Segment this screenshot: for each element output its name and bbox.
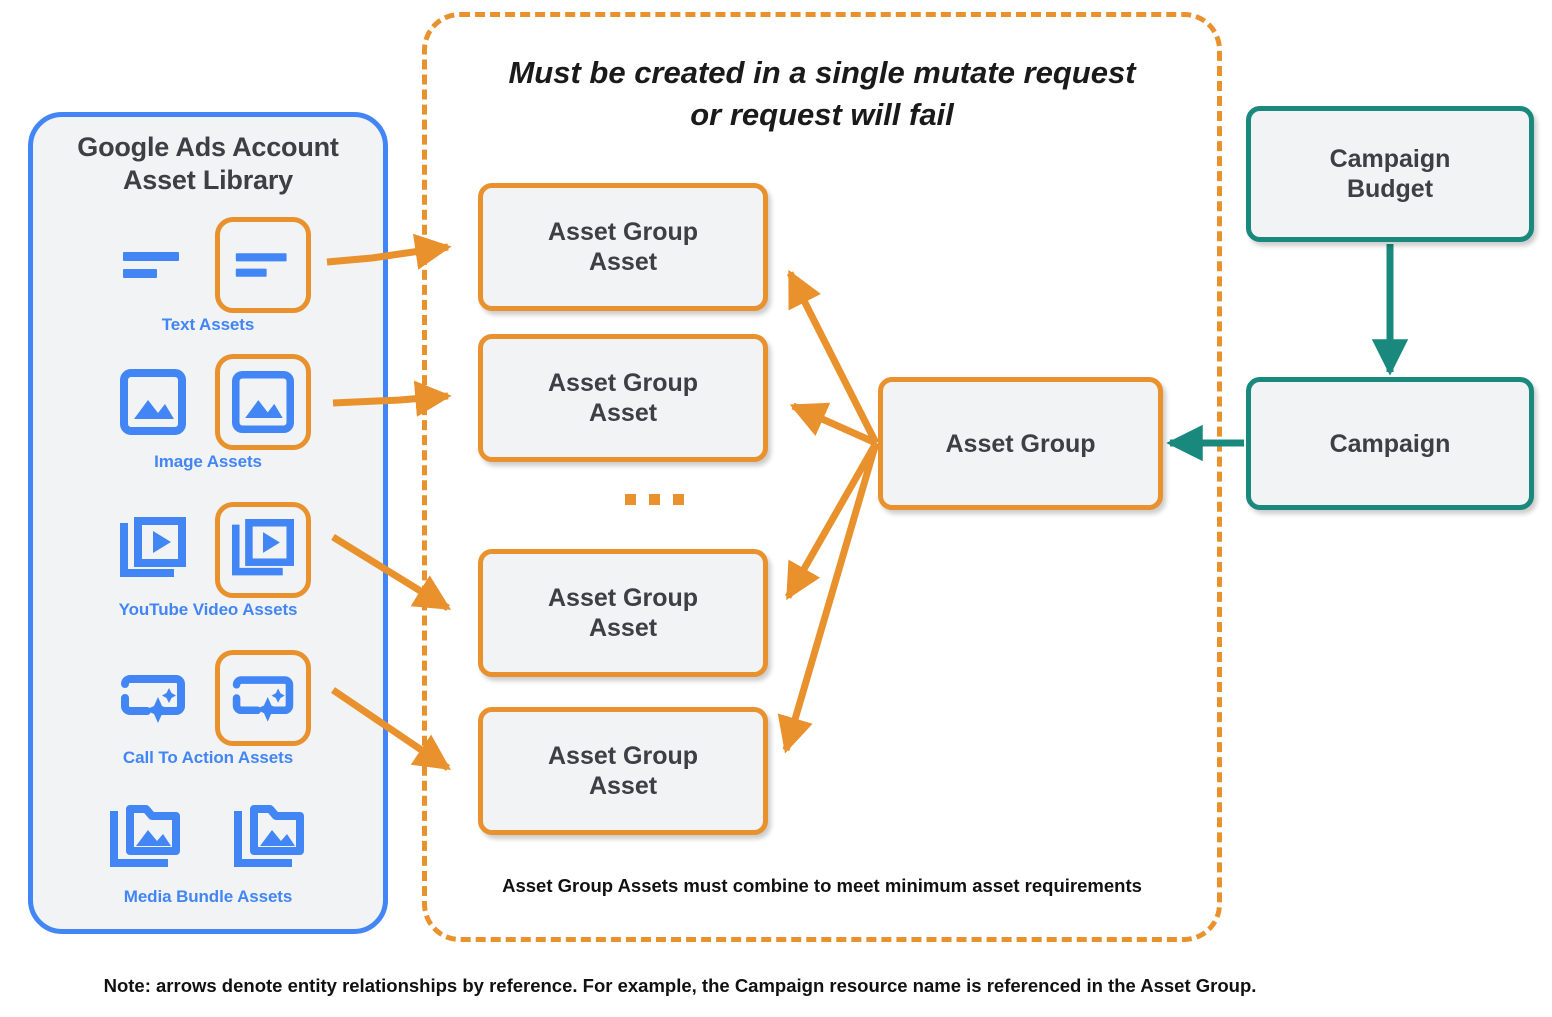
asset-group-asset-line1: Asset Group (547, 369, 699, 397)
image-icon-selected[interactable] (215, 354, 311, 450)
mutate-title-line1: Must be created in a single mutate reque… (508, 55, 1136, 90)
mutate-request-container (422, 12, 1222, 942)
asset-row-media-bundle: Media Bundle Assets (33, 789, 383, 907)
asset-library-title-line2: Asset Library (123, 165, 293, 196)
asset-group-asset-line2: Asset (588, 248, 658, 276)
text-lines-icon-selected[interactable] (215, 217, 311, 313)
asset-caption-media-bundle: Media Bundle Assets (123, 887, 293, 906)
asset-group-node[interactable]: Asset Group (878, 377, 1163, 510)
asset-caption-image: Image Assets (154, 452, 262, 471)
campaign-budget-line2: Budget (1346, 175, 1434, 203)
asset-group-asset-node-4[interactable]: Asset Group Asset (478, 707, 768, 835)
asset-row-video: YouTube Video Assets (33, 502, 383, 620)
asset-group-asset-line2: Asset (588, 399, 658, 427)
image-icon (105, 354, 201, 450)
text-lines-icon (105, 217, 201, 313)
asset-row-cta: Call To Action Assets (33, 650, 383, 768)
asset-group-asset-line2: Asset (588, 772, 658, 800)
asset-group-asset-node-3[interactable]: Asset Group Asset (478, 549, 768, 677)
asset-row-image: Image Assets (33, 354, 383, 472)
asset-row-text: Text Assets (33, 217, 383, 335)
call-to-action-sparkle-icon-selected[interactable] (215, 650, 311, 746)
video-stack-icon-selected[interactable] (215, 502, 311, 598)
campaign-label: Campaign (1329, 429, 1451, 458)
asset-caption-video: YouTube Video Assets (118, 600, 298, 619)
campaign-budget-node[interactable]: Campaign Budget (1246, 106, 1534, 242)
asset-caption-cta: Call To Action Assets (122, 748, 294, 767)
asset-group-asset-line1: Asset Group (547, 218, 699, 246)
asset-group-asset-node-1[interactable]: Asset Group Asset (478, 183, 768, 311)
call-to-action-sparkle-icon (105, 650, 201, 746)
campaign-node[interactable]: Campaign (1246, 377, 1534, 510)
media-bundle-folder-icon (98, 789, 194, 885)
asset-group-asset-node-2[interactable]: Asset Group Asset (478, 334, 768, 462)
asset-caption-text: Text Assets (161, 315, 255, 334)
asset-group-asset-line1: Asset Group (547, 742, 699, 770)
asset-group-asset-line2: Asset (588, 614, 658, 642)
asset-library-title-line1: Google Ads Account (77, 132, 339, 162)
ellipsis-indicator (625, 494, 684, 505)
mutate-request-footnote: Asset Group Assets must combine to meet … (502, 875, 1142, 896)
asset-library-panel: Google Ads Account Asset Library (28, 112, 388, 934)
ellipsis-dot-2 (649, 494, 660, 505)
footer-note: Note: arrows denote entity relationships… (103, 975, 1257, 996)
asset-group-asset-line1: Asset Group (547, 584, 699, 612)
video-stack-icon (105, 502, 201, 598)
mutate-request-title: Must be created in a single mutate reque… (432, 52, 1212, 136)
ellipsis-dot-3 (673, 494, 684, 505)
campaign-budget-line1: Campaign (1329, 145, 1451, 173)
asset-group-label: Asset Group (945, 429, 1096, 458)
ellipsis-dot-1 (625, 494, 636, 505)
media-bundle-folder-icon-2 (222, 789, 318, 885)
asset-library-title: Google Ads Account Asset Library (33, 131, 383, 197)
mutate-title-line2: or request will fail (690, 96, 954, 132)
